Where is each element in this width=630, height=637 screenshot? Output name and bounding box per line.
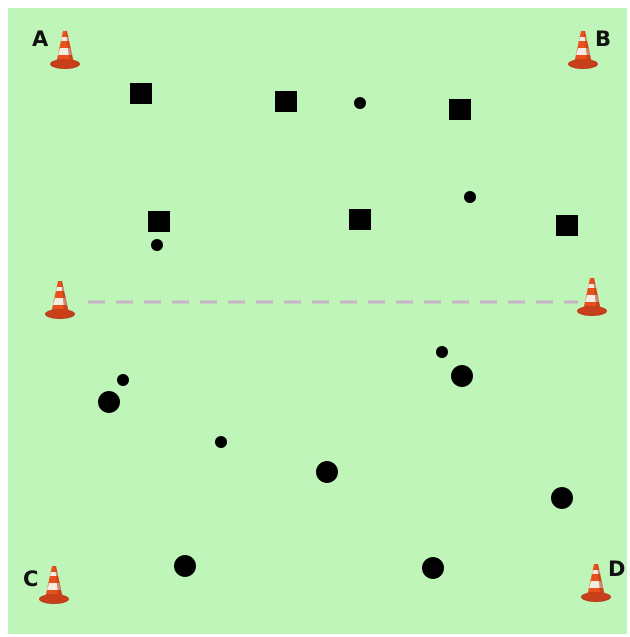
round-player <box>98 391 120 413</box>
ball <box>354 97 366 109</box>
round-player <box>316 461 338 483</box>
ball <box>117 374 129 386</box>
corner-label-d: D <box>608 557 625 581</box>
field-background <box>8 8 627 634</box>
ball <box>151 239 163 251</box>
ball <box>464 191 476 203</box>
corner-label-c: C <box>23 567 38 591</box>
square-player <box>130 83 152 104</box>
round-player <box>174 555 196 577</box>
square-player <box>349 209 371 230</box>
corner-label-b: B <box>595 27 611 51</box>
training-field: A B C D <box>8 8 627 634</box>
square-player <box>449 99 471 120</box>
ball <box>436 346 448 358</box>
round-player <box>422 557 444 579</box>
square-player <box>148 211 170 232</box>
corner-label-a: A <box>32 27 49 51</box>
round-player <box>551 487 573 509</box>
square-player <box>275 91 297 112</box>
round-player <box>451 365 473 387</box>
square-player <box>556 215 578 236</box>
ball <box>215 436 227 448</box>
